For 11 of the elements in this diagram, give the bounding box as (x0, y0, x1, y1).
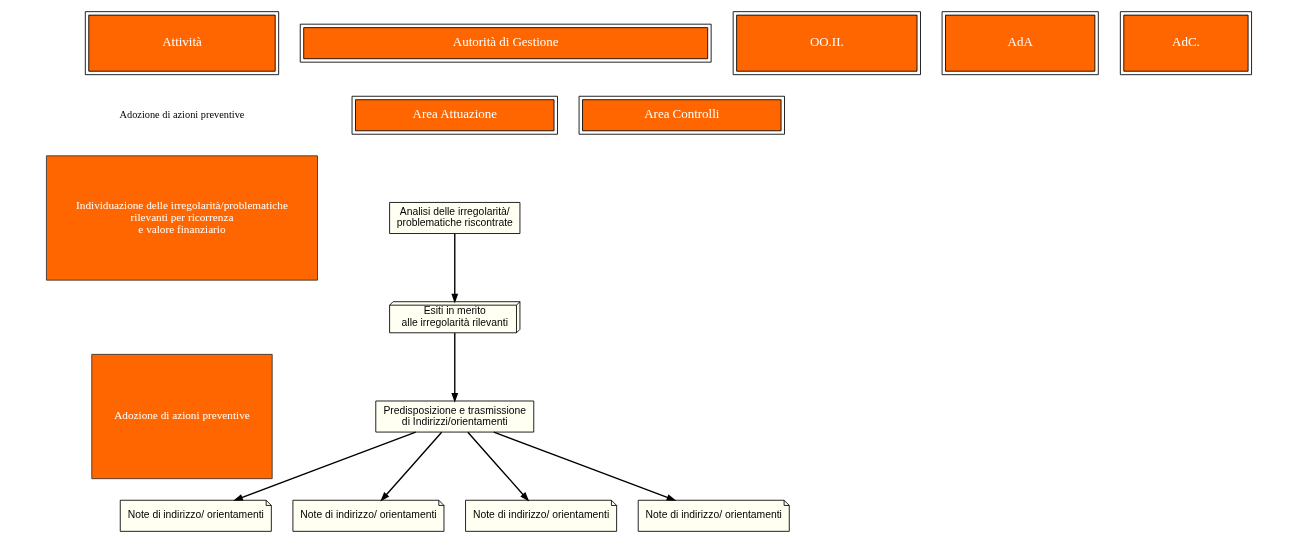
arrow (492, 431, 676, 501)
arrow (450, 332, 458, 403)
node-box: Individuazione delle irregolarità/problematiche rilevanti per ricorrenza e valore finanziario (45, 155, 318, 281)
label: Adozione di azioni preventive (119, 108, 244, 120)
arrow (450, 232, 458, 304)
arrow (232, 431, 416, 501)
node-box: Analisi delle irregolarità/ problematiche riscontrate (388, 202, 520, 234)
arrow (466, 431, 529, 502)
node-box: Predisposizione e trasmissione di Indirizzi/orientamenti (374, 400, 534, 433)
arrow (379, 431, 442, 502)
node-box: Adozione di azioni preventive (90, 353, 273, 480)
